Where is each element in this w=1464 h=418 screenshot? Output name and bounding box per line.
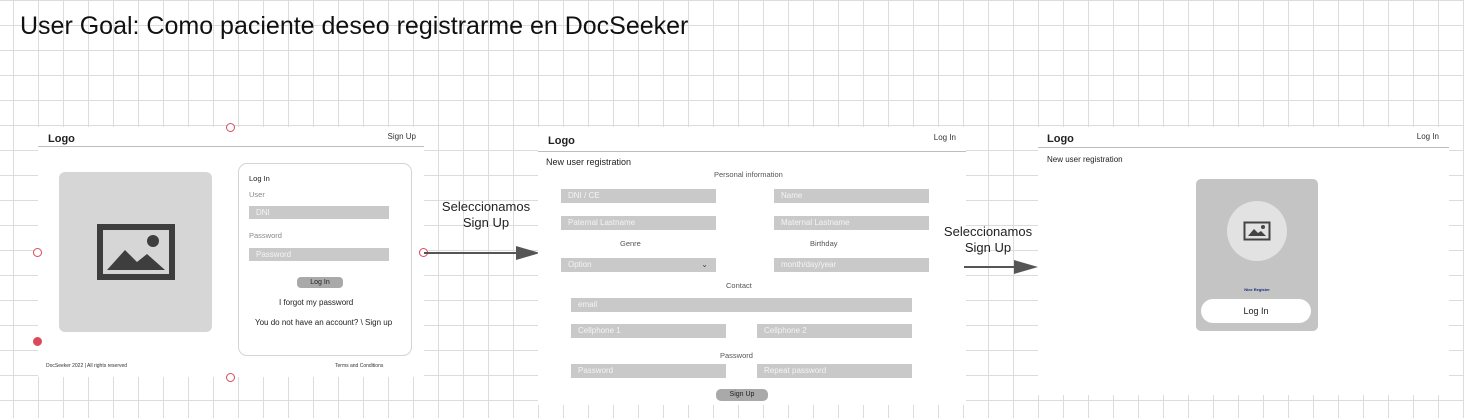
selection-handle-bottom[interactable] [226, 373, 235, 382]
header-divider [1038, 147, 1449, 148]
logo: Logo [548, 135, 575, 147]
selection-handle-active[interactable] [33, 337, 42, 346]
genre-select[interactable]: Option ⌄ [561, 258, 716, 272]
image-placeholder [59, 172, 212, 332]
login-card: Log In User DNI Password Password Log In… [238, 163, 412, 356]
maternal-lastname-input[interactable]: Maternal Lastname [774, 216, 929, 230]
login-button[interactable]: Log In [1201, 299, 1311, 323]
email-input[interactable]: email [571, 298, 912, 312]
genre-label: Genre [620, 239, 641, 248]
cellphone2-input[interactable]: Cellphone 2 [757, 324, 912, 338]
login-form-title: Log In [249, 174, 270, 183]
signup-prompt-link[interactable]: You do not have an account? \ Sign up [255, 318, 393, 327]
image-icon [1243, 221, 1271, 241]
selection-handle-top[interactable] [226, 123, 235, 132]
selection-handle-left[interactable] [33, 248, 42, 257]
password-input[interactable]: Password [571, 364, 726, 378]
signup-link[interactable]: Sign Up [387, 132, 416, 141]
forgot-password-link[interactable]: I forgot my password [279, 298, 354, 307]
logo: Logo [1047, 133, 1074, 145]
success-card: Nice Register Log In [1196, 179, 1318, 331]
avatar-placeholder [1227, 201, 1287, 261]
login-link[interactable]: Log In [933, 133, 956, 142]
arrow2-label: Seleccionamos Sign Up [943, 224, 1033, 255]
cellphone1-input[interactable]: Cellphone 1 [571, 324, 726, 338]
page-title: User Goal: Como paciente deseo registrar… [20, 12, 689, 40]
birthday-input[interactable]: month/day/year [774, 258, 929, 272]
footer-terms-link[interactable]: Terms and Conditions [335, 363, 384, 369]
registration-heading: New user registration [1047, 155, 1123, 164]
signup-button[interactable]: Sign Up [716, 389, 768, 401]
password-section-label: Password [720, 351, 753, 360]
registration-heading: New user registration [546, 157, 632, 167]
name-input[interactable]: Name [774, 189, 929, 203]
registration-screen-mockup: Logo Log In New user registration Person… [538, 127, 966, 405]
password-input[interactable]: Password [249, 248, 389, 261]
login-screen-mockup: Logo Sign Up Log In User DNI Password Pa… [38, 127, 424, 377]
chevron-down-icon: ⌄ [701, 260, 708, 269]
success-screen-mockup: Logo Log In New user registration Nice R… [1038, 127, 1449, 395]
contact-label: Contact [726, 281, 752, 290]
password-label: Password [249, 231, 282, 240]
nice-register-label: Nice Register [1244, 287, 1270, 292]
header-divider [538, 151, 966, 152]
flow-arrow-1 [424, 246, 540, 260]
dni-input[interactable]: DNI / CE [561, 189, 716, 203]
footer-copyright: DocSeeker 2022 | All rights reserved [46, 363, 128, 369]
repeat-password-input[interactable]: Repeat password [757, 364, 912, 378]
paternal-lastname-input[interactable]: Paternal Lastname [561, 216, 716, 230]
login-link[interactable]: Log In [1416, 132, 1439, 141]
birthday-label: Birthday [810, 239, 838, 248]
personal-info-label: Personal information [714, 170, 783, 179]
flow-arrow-2 [964, 260, 1038, 274]
header-divider [38, 146, 424, 147]
user-label: User [249, 190, 265, 199]
user-input[interactable]: DNI [249, 206, 389, 219]
arrow1-label: Seleccionamos Sign Up [441, 199, 531, 230]
logo: Logo [48, 133, 75, 145]
image-icon [97, 224, 175, 280]
genre-select-value: Option [568, 260, 592, 269]
login-button[interactable]: Log In [297, 277, 343, 288]
